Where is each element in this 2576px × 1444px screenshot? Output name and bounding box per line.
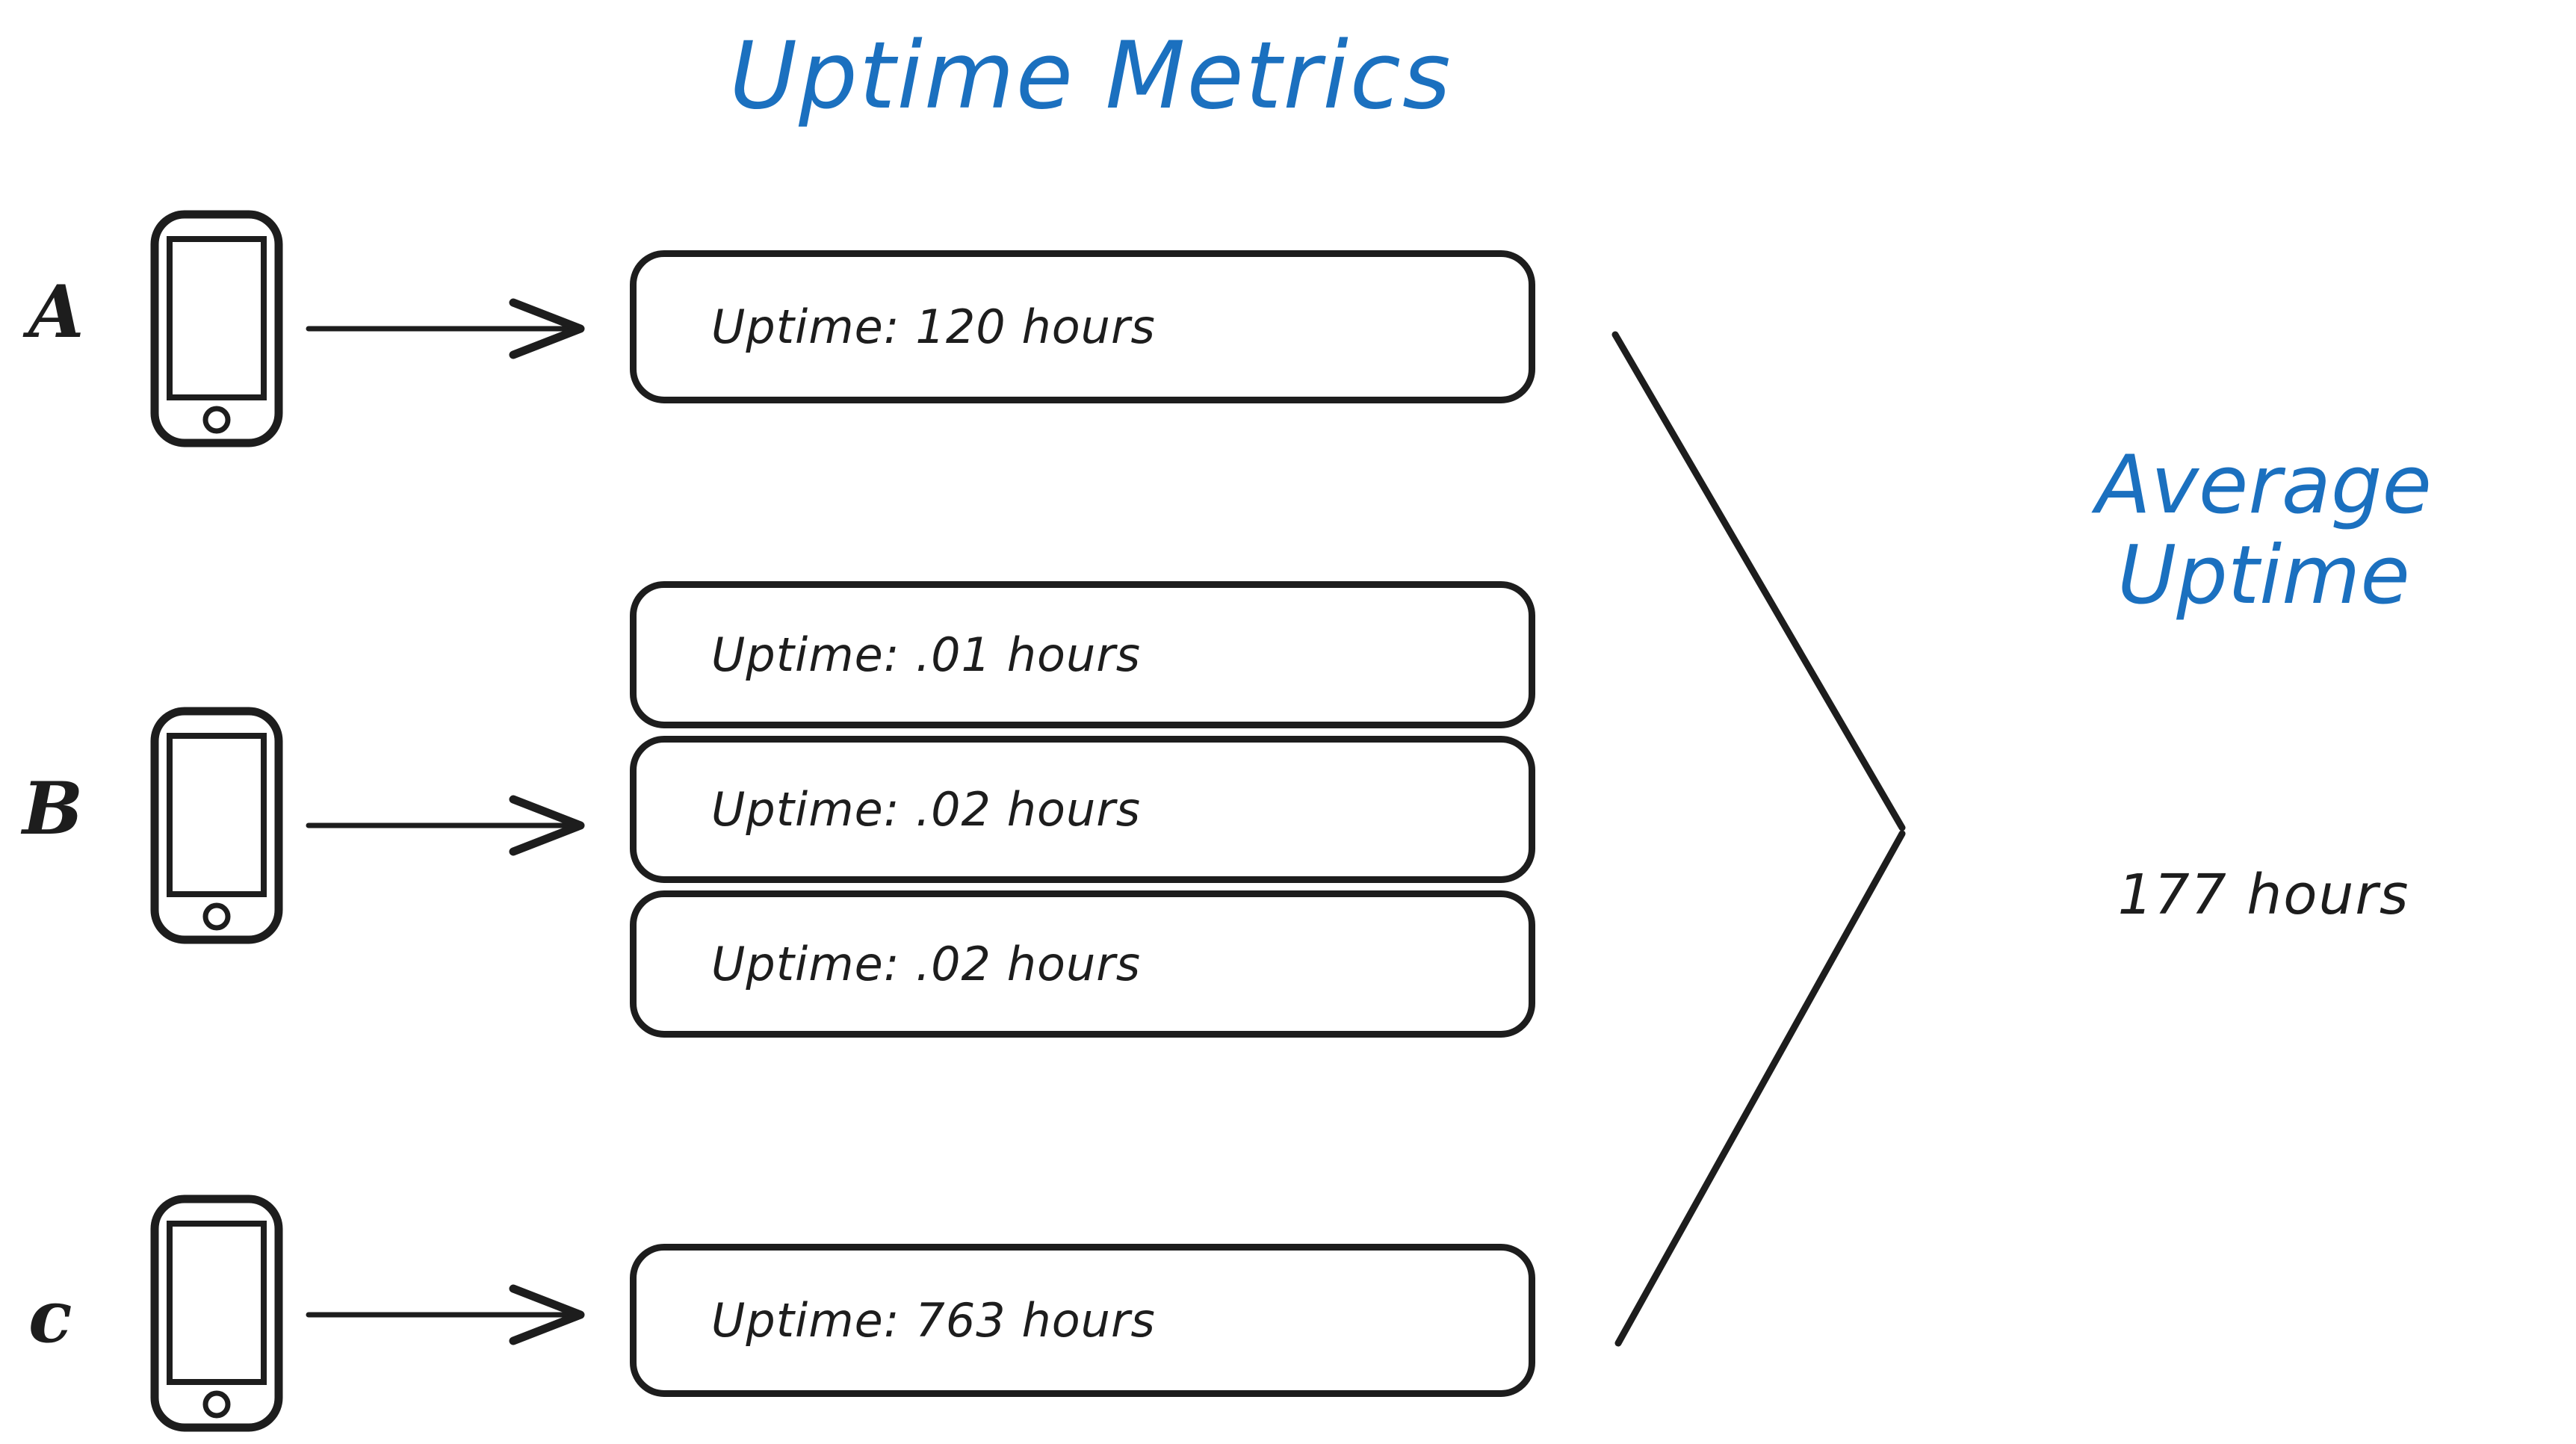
phone-icon [149, 209, 284, 448]
average-uptime-heading-line1: Average [2096, 439, 2432, 532]
metric-text: Uptime: 763 hours [711, 1293, 1156, 1348]
metric-text: Uptime: .02 hours [711, 782, 1142, 837]
metric-text: Uptime: .02 hours [711, 937, 1142, 991]
arrow-right-icon [303, 1270, 616, 1360]
average-uptime-heading-line2: Uptime [2117, 528, 2410, 622]
converging-lines-icon [1569, 299, 1957, 1382]
metric-text: Uptime: .01 hours [711, 628, 1142, 682]
metric-box[interactable]: Uptime: .02 hours [630, 890, 1535, 1038]
metric-box[interactable]: Uptime: .01 hours [630, 581, 1535, 728]
page-title: Uptime Metrics [729, 22, 1452, 130]
row-label-c: c [28, 1274, 72, 1359]
row-label-b: B [22, 766, 84, 851]
row-label-a: A [28, 270, 84, 354]
metric-box[interactable]: Uptime: 120 hours [630, 250, 1535, 403]
phone-icon [149, 1194, 284, 1433]
arrow-right-icon [303, 781, 616, 870]
metric-box[interactable]: Uptime: .02 hours [630, 736, 1535, 883]
average-uptime-value: 177 hours [2117, 863, 2410, 927]
arrow-right-icon [303, 284, 616, 374]
metric-text: Uptime: 120 hours [711, 300, 1156, 354]
phone-icon [149, 706, 284, 945]
average-uptime-heading: Average Uptime [1957, 439, 2570, 622]
metric-box[interactable]: Uptime: 763 hours [630, 1244, 1535, 1397]
